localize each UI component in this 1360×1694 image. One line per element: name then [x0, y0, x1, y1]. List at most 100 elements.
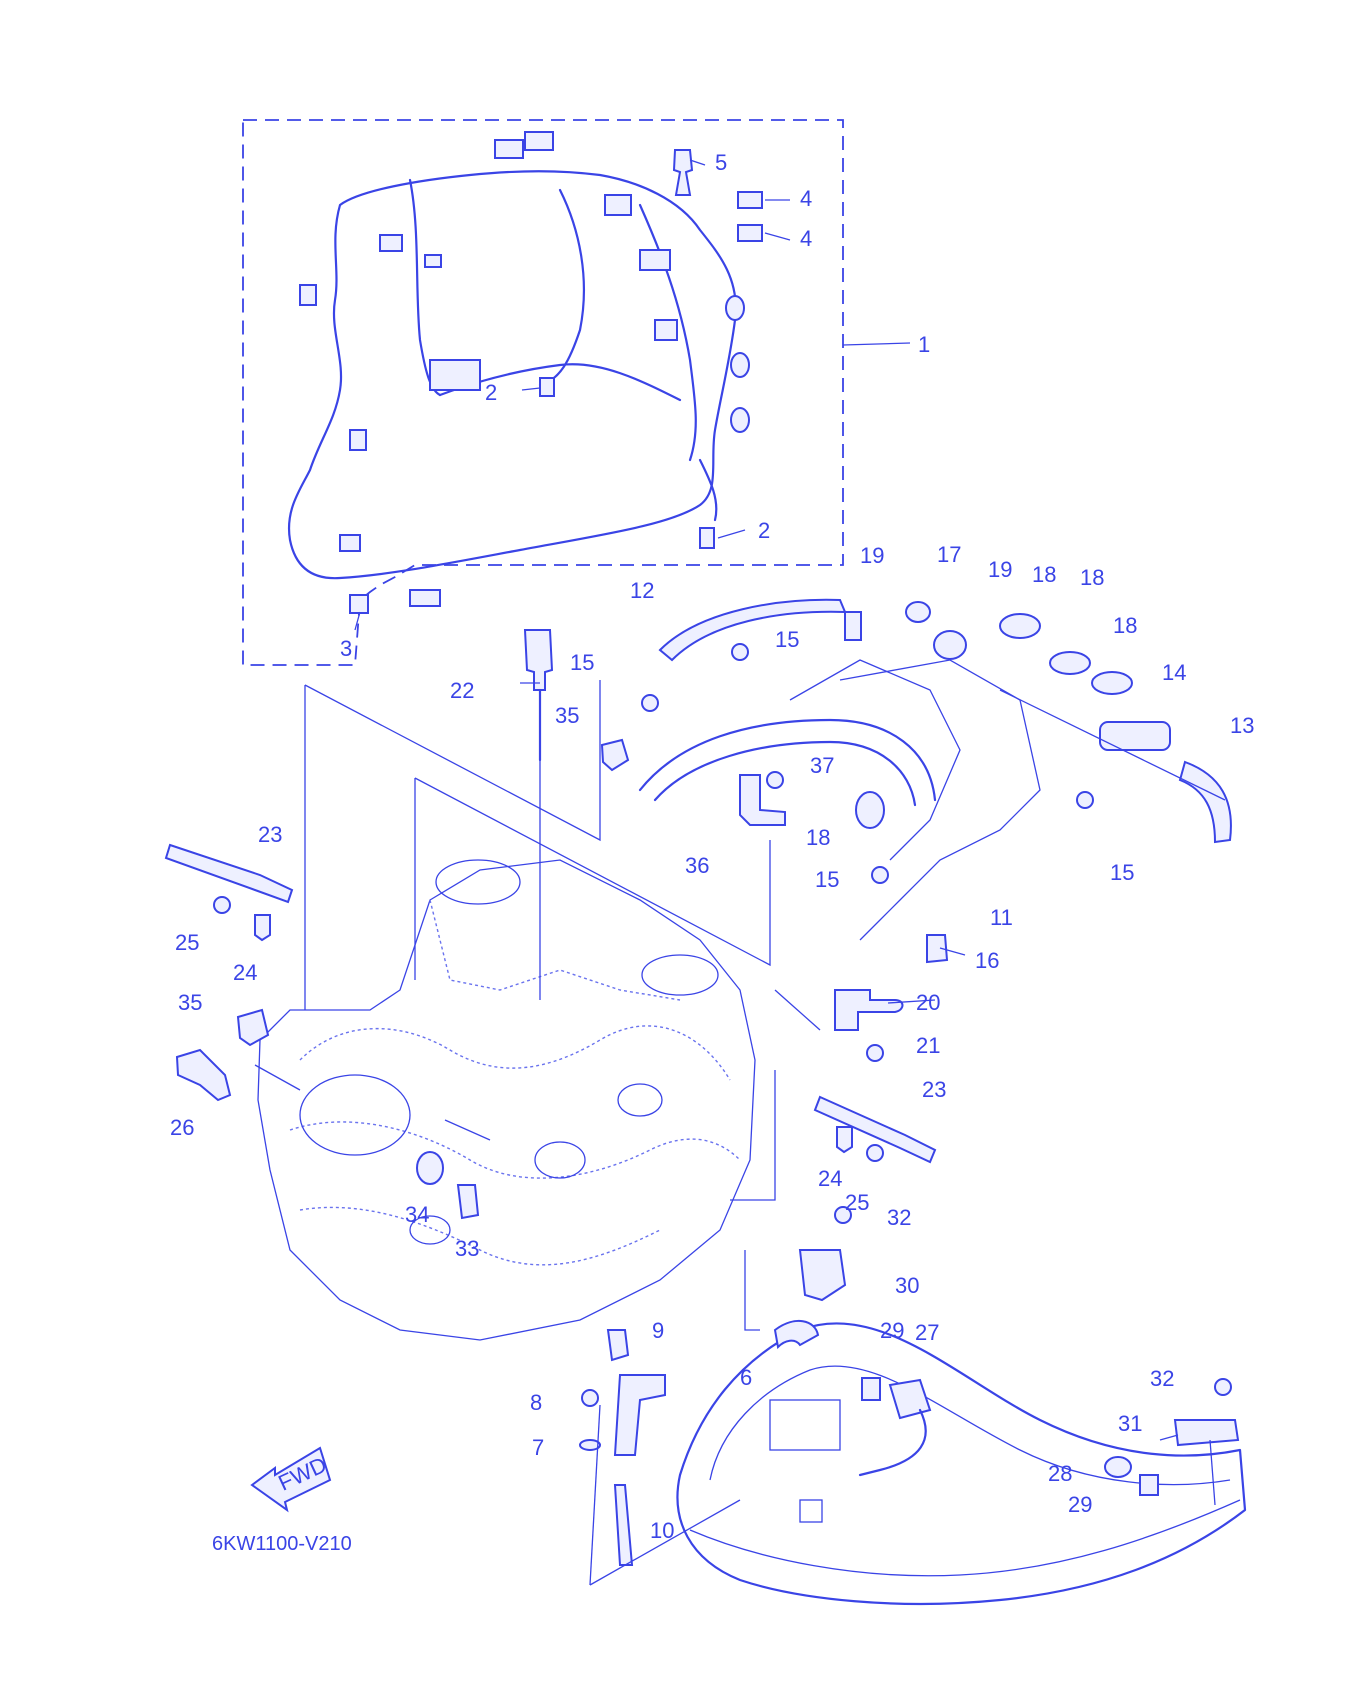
bracket-assembly [638, 598, 1232, 1031]
washer-7 [579, 1439, 601, 1451]
callout-label: 1 [918, 332, 930, 357]
callout-label: 6 [740, 1365, 752, 1390]
leader [999, 689, 1226, 801]
part-14-grommet [1099, 721, 1171, 751]
sensor-22 [523, 629, 554, 691]
callout-label: 21 [916, 1033, 940, 1058]
clip-24 [836, 1126, 853, 1154]
leader [774, 989, 821, 1031]
engine-block [257, 859, 756, 1341]
leader [521, 387, 541, 391]
bracket-8-stay [613, 1374, 666, 1456]
part-36-stay [739, 774, 786, 826]
callout-label: 29 [1068, 1492, 1092, 1517]
callout-label: 3 [340, 636, 352, 661]
callout-label: 31 [1118, 1411, 1142, 1436]
callout-label: 12 [630, 578, 654, 603]
bolt-15 [641, 694, 659, 712]
sensor-26 [175, 1048, 232, 1102]
callout-label: 4 [800, 226, 812, 251]
callout-label: 37 [810, 753, 834, 778]
connector [379, 234, 403, 252]
fwd-arrow-shape [250, 1446, 332, 1513]
callout-label: 32 [887, 1205, 911, 1230]
part-18-clamp [1049, 651, 1091, 675]
clamp-4b [737, 224, 763, 242]
leader [414, 777, 771, 967]
connector [424, 254, 442, 268]
connector [494, 139, 524, 159]
callout-label: 23 [922, 1077, 946, 1102]
grommet-29 [1139, 1474, 1159, 1496]
grommet-28 [1104, 1456, 1132, 1478]
callout-label: 14 [1162, 660, 1186, 685]
band-10 [613, 1484, 634, 1566]
callout-label: 19 [988, 557, 1012, 582]
leader [589, 1499, 741, 1586]
callout-label: 16 [975, 948, 999, 973]
callout-label: 10 [650, 1518, 674, 1543]
engine-port [409, 1215, 451, 1245]
part-11-bracket-body [839, 659, 1041, 941]
leader [764, 232, 791, 241]
connector [429, 359, 481, 391]
part-18-clamp [999, 613, 1041, 639]
part-13-seal [1178, 760, 1232, 844]
clamp-6 [773, 1320, 820, 1350]
cam-pulley [641, 954, 719, 996]
connector [349, 429, 367, 451]
callout-label: 2 [485, 380, 497, 405]
cowling-boss [799, 1499, 823, 1523]
clip-9 [606, 1329, 630, 1362]
callout-label: 18 [806, 825, 830, 850]
leader [887, 999, 936, 1004]
callout-label: 15 [815, 867, 839, 892]
callout-label: 22 [450, 678, 474, 703]
callout-label: 27 [915, 1320, 939, 1345]
holder-31 [1173, 1419, 1240, 1447]
clip-35-upper [600, 738, 630, 772]
bolt-37 [766, 771, 784, 789]
callout-label: 24 [233, 960, 257, 985]
callout-label: 33 [455, 1236, 479, 1261]
callout-label: 7 [532, 1435, 544, 1460]
engine-port [617, 1083, 663, 1117]
leader [444, 1119, 491, 1141]
sensor-33 [456, 1184, 480, 1220]
callout-label: 17 [937, 542, 961, 567]
clip-2b [699, 527, 715, 549]
rectifier-27 [888, 1378, 932, 1420]
leader [589, 1404, 601, 1586]
engine-detail [289, 1121, 741, 1179]
leader-lines [254, 159, 1226, 1586]
callout-label: 18 [1032, 562, 1056, 587]
part-12-seal-strip [658, 598, 847, 662]
connector [409, 589, 441, 607]
part-11-bracket-arc-inner [653, 740, 917, 807]
leader [939, 947, 966, 956]
part-20-bracket [834, 989, 904, 1031]
bolt-32 [834, 1206, 852, 1224]
callout-label: 5 [715, 150, 727, 175]
callout-label: 18 [1113, 613, 1137, 638]
sensor-23-right [813, 1095, 937, 1164]
clamp-4a [737, 191, 763, 209]
callout-label: 8 [530, 1390, 542, 1415]
callout-label: 30 [895, 1273, 919, 1298]
sensor-5 [672, 149, 694, 196]
engine-port [534, 1141, 586, 1179]
callout-label: 15 [775, 627, 799, 652]
cowling-inner [689, 1499, 1241, 1577]
fasteners [213, 643, 1232, 1451]
callout-label: 9 [652, 1318, 664, 1343]
callout-label: 4 [800, 186, 812, 211]
callout-label: 36 [685, 853, 709, 878]
leader [717, 529, 746, 539]
part-18-clamp [855, 791, 885, 829]
leader [689, 159, 706, 166]
part-11-bracket-body [789, 659, 961, 861]
wiring-harness [287, 170, 737, 580]
callout-label: 35 [178, 990, 202, 1015]
